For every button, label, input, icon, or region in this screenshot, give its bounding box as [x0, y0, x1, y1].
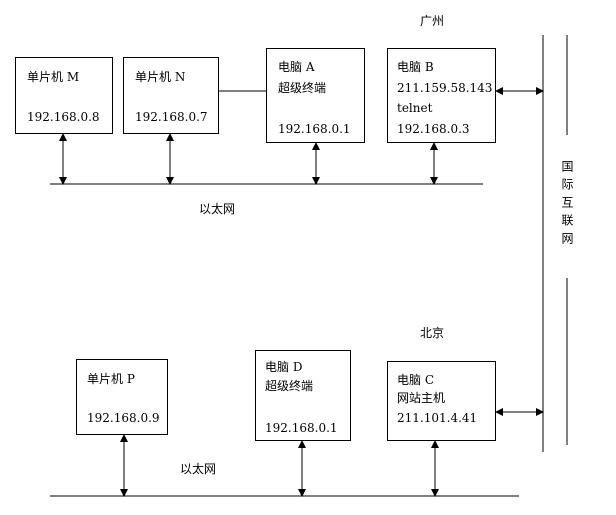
- pc-b-ip: 192.168.0.3: [397, 122, 470, 136]
- mcu-m-title: 单片机 M: [27, 70, 80, 84]
- pc-b-service: telnet: [397, 101, 433, 115]
- mcu-n-title: 单片机 N: [135, 70, 186, 84]
- mcu-m-ip: 192.168.0.8: [27, 110, 100, 124]
- pc-d-title: 电脑 D: [265, 360, 303, 374]
- pc-b-node: 电脑 B 211.159.58.143 telnet 192.168.0.3: [387, 48, 496, 143]
- pc-c-node: 电脑 C 网站主机 211.101.4.41: [387, 361, 496, 441]
- pc-c-title: 电脑 C: [397, 373, 434, 387]
- pc-d-node: 电脑 D 超级终端 192.168.0.1: [255, 350, 351, 441]
- pc-d-ip: 192.168.0.1: [265, 421, 338, 435]
- mcu-m-node: 单片机 M 192.168.0.8: [15, 57, 113, 134]
- guangzhou-region-label: 广州: [420, 14, 445, 28]
- mcu-n-ip: 192.168.0.7: [135, 110, 208, 124]
- pc-b-public-ip: 211.159.58.143: [397, 81, 493, 95]
- pc-a-node: 电脑 A 超级终端 192.168.0.1: [266, 48, 365, 143]
- pc-c-ip: 211.101.4.41: [397, 411, 478, 425]
- mcu-n-node: 单片机 N 192.168.0.7: [123, 57, 219, 134]
- mcu-p-ip: 192.168.0.9: [87, 411, 160, 425]
- mcu-p-title: 单片机 P: [87, 372, 135, 386]
- pc-a-title: 电脑 A: [278, 60, 315, 74]
- beijing-region-label: 北京: [420, 326, 445, 340]
- beijing-ethernet-label: 以太网: [180, 462, 217, 476]
- pc-a-ip: 192.168.0.1: [278, 122, 351, 136]
- pc-a-role: 超级终端: [278, 81, 327, 95]
- internet-label: 国际互联网: [560, 160, 574, 250]
- pc-d-role: 超级终端: [265, 379, 314, 393]
- guangzhou-ethernet-label: 以太网: [199, 202, 236, 216]
- pc-c-role: 网站主机: [397, 391, 446, 405]
- mcu-p-node: 单片机 P 192.168.0.9: [76, 359, 168, 435]
- pc-b-title: 电脑 B: [397, 60, 434, 74]
